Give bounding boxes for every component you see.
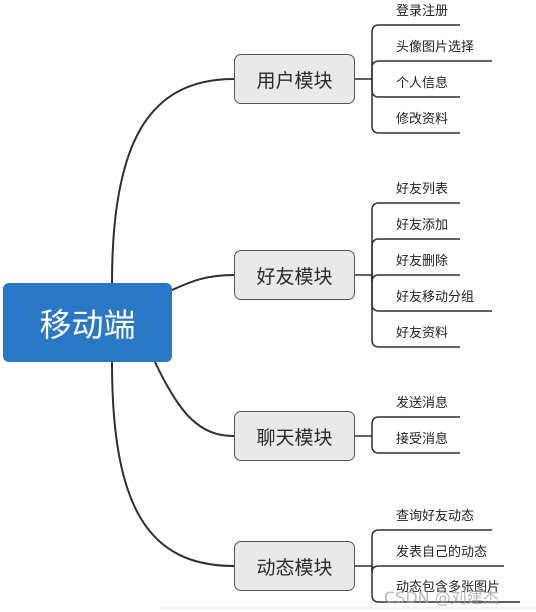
connector-user-leaf-1 [371, 24, 460, 79]
connector-root-friend [171, 274, 235, 291]
leaf-node-user-4[interactable]: 修改资料 [396, 112, 449, 127]
leaf-node-friend-3[interactable]: 好友删除 [396, 254, 449, 269]
connector-root-chat [154, 361, 235, 437]
connector-friend-leaf-2 [371, 238, 460, 275]
branch-node-user[interactable]: 用户模块 [234, 54, 355, 104]
leaf-node-moment-3[interactable]: 动态包含多张图片 [396, 580, 501, 595]
connector-root-moment [111, 361, 235, 567]
leaf-node-friend-5[interactable]: 好友资料 [396, 326, 449, 341]
connector-moment-leaf-1 [371, 529, 492, 566]
leaf-node-friend-2[interactable]: 好友添加 [396, 218, 449, 233]
branch-node-label: 好友模块 [256, 265, 333, 288]
connector-chat-leaf-1 [371, 416, 460, 436]
watermark-text: CSDN @刘建杰 [384, 588, 499, 607]
leaf-node-friend-1[interactable]: 好友列表 [396, 182, 449, 197]
connector-root-user [111, 78, 235, 284]
connector-user-leaf-4 [371, 79, 460, 134]
connector-moment-leaf-3 [371, 566, 520, 603]
leaf-node-moment-1[interactable]: 查询好友动态 [396, 509, 475, 524]
connector-friend-leaf-5 [371, 275, 460, 348]
leaf-node-user-1[interactable]: 登录注册 [396, 4, 449, 19]
branch-node-label: 动态模块 [256, 556, 333, 579]
connector-moment-leaf-2 [371, 565, 504, 573]
branch-node-label: 聊天模块 [256, 426, 333, 449]
leaf-node-chat-1[interactable]: 发送消息 [396, 396, 449, 411]
branch-node-moment[interactable]: 动态模块 [234, 541, 355, 591]
connector-chat-leaf-2 [371, 436, 460, 454]
branch-node-chat[interactable]: 聊天模块 [234, 411, 355, 461]
leaf-node-user-2[interactable]: 头像图片选择 [396, 40, 475, 55]
leaf-node-chat-2[interactable]: 接受消息 [396, 432, 449, 447]
leaf-node-moment-2[interactable]: 发表自己的动态 [396, 545, 488, 560]
leaf-node-friend-4[interactable]: 好友移动分组 [396, 290, 475, 305]
connector-friend-leaf-1 [371, 202, 460, 275]
connector-friend-leaf-3 [371, 274, 460, 283]
leaf-node-user-3[interactable]: 个人信息 [396, 76, 449, 91]
connector-user-leaf-2 [371, 60, 492, 79]
branch-node-friend[interactable]: 好友模块 [234, 250, 355, 300]
root-node[interactable]: 移动端 [3, 283, 172, 362]
branch-node-label: 用户模块 [256, 69, 333, 92]
root-node-label: 移动端 [39, 305, 136, 344]
